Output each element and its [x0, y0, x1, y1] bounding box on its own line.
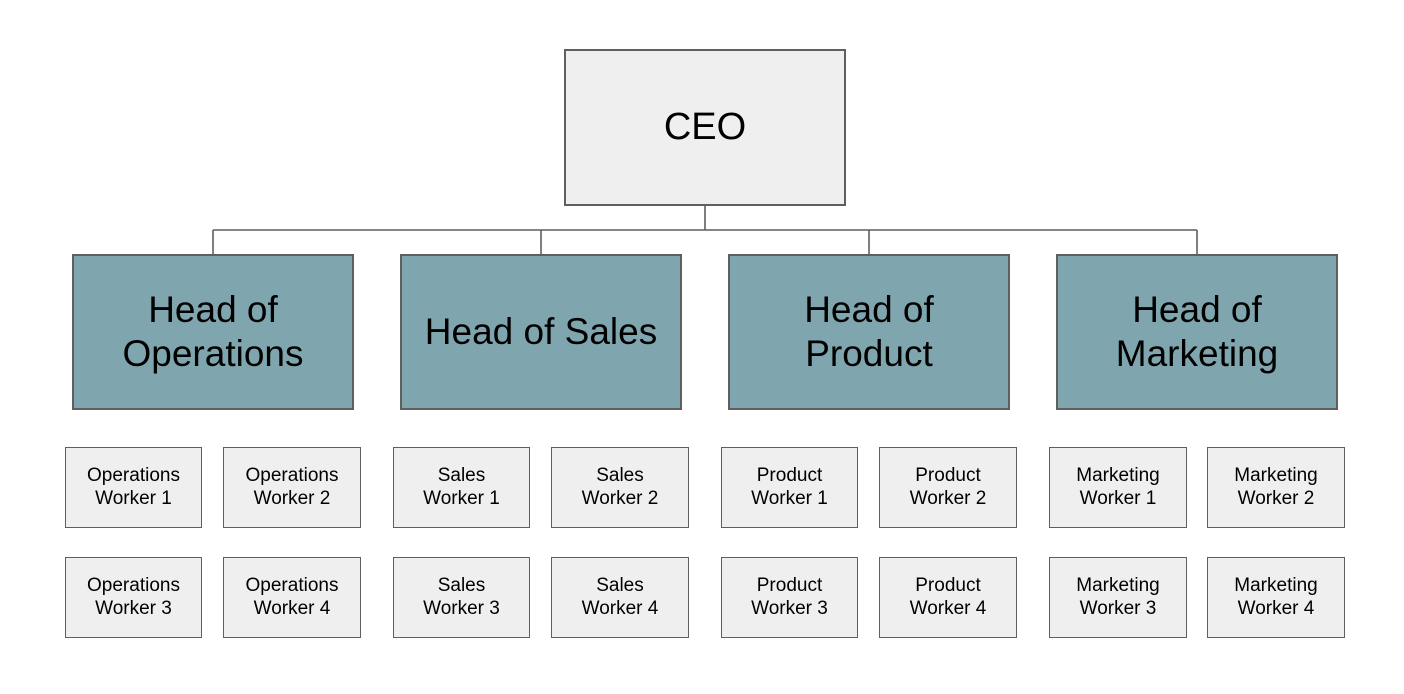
marketing-worker-1-box: Marketing Worker 1	[1049, 447, 1187, 528]
product-worker-3-box: Product Worker 3	[721, 557, 858, 638]
product-worker-4-box: Product Worker 4	[879, 557, 1017, 638]
operations-worker-3-box: Operations Worker 3	[65, 557, 202, 638]
product-worker-1-box: Product Worker 1	[721, 447, 858, 528]
product-worker-2-box: Product Worker 2	[879, 447, 1017, 528]
head-marketing-box: Head of Marketing	[1056, 254, 1338, 410]
operations-worker-2-box: Operations Worker 2	[223, 447, 361, 528]
sales-worker-3-box: Sales Worker 3	[393, 557, 530, 638]
head-product-box: Head of Product	[728, 254, 1010, 410]
marketing-worker-2-box: Marketing Worker 2	[1207, 447, 1345, 528]
ceo-box: CEO	[564, 49, 846, 206]
sales-worker-1-box: Sales Worker 1	[393, 447, 530, 528]
sales-worker-2-box: Sales Worker 2	[551, 447, 689, 528]
operations-worker-1-box: Operations Worker 1	[65, 447, 202, 528]
head-operations-box: Head of Operations	[72, 254, 354, 410]
sales-worker-4-box: Sales Worker 4	[551, 557, 689, 638]
head-sales-box: Head of Sales	[400, 254, 682, 410]
marketing-worker-4-box: Marketing Worker 4	[1207, 557, 1345, 638]
operations-worker-4-box: Operations Worker 4	[223, 557, 361, 638]
marketing-worker-3-box: Marketing Worker 3	[1049, 557, 1187, 638]
